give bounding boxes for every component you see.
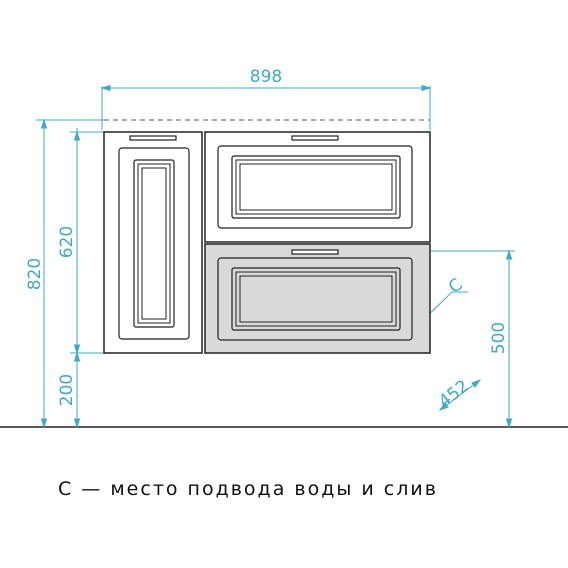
body-height-label: 620 xyxy=(57,226,77,258)
top-drawer xyxy=(204,131,431,243)
overall-height-dimension xyxy=(36,118,104,429)
width-dimension xyxy=(100,84,432,130)
left-door xyxy=(103,131,203,354)
width-dimension-label: 898 xyxy=(250,67,282,87)
depth-label: 452 xyxy=(435,376,473,412)
utility-height-dimension xyxy=(430,249,515,429)
bottom-drawer-handle xyxy=(291,249,339,255)
leg-height-label: 200 xyxy=(57,374,77,406)
overall-height-label: 820 xyxy=(25,258,45,290)
utility-height-label: 500 xyxy=(489,322,509,354)
legend-caption: С — место подвода воды и слив xyxy=(58,478,438,500)
top-drawer-handle xyxy=(291,135,339,141)
cabinet-body xyxy=(103,131,431,354)
left-door-handle xyxy=(129,135,177,141)
body-height-dimension xyxy=(70,128,104,429)
utility-marker-label: C xyxy=(445,275,467,298)
depth-dimension xyxy=(438,378,482,412)
